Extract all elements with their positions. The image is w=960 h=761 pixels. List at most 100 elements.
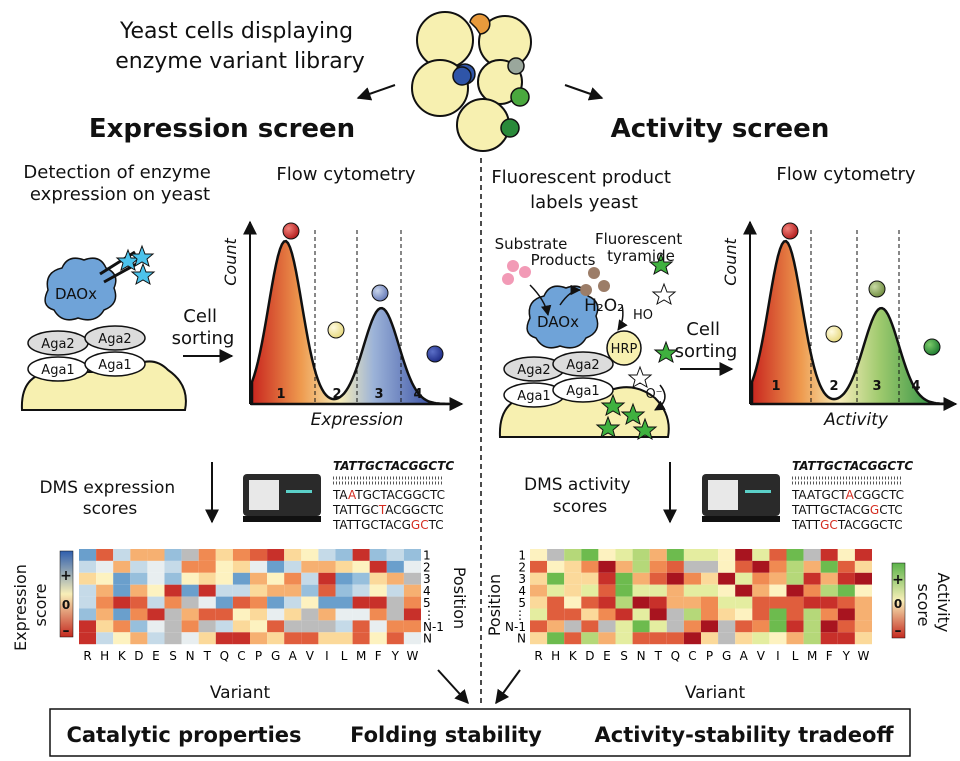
bin-2-left: 2 bbox=[332, 387, 341, 402]
heatmap-cell bbox=[854, 608, 872, 621]
heatmap-cell bbox=[181, 584, 199, 597]
detection-label: Detection of enzyme expression on yeast bbox=[23, 162, 216, 205]
variant-label: E bbox=[603, 649, 611, 663]
heatmap-cell bbox=[581, 632, 599, 645]
heatmap-cell bbox=[250, 632, 268, 645]
heatmap-cell bbox=[752, 584, 770, 597]
heatmap-cell bbox=[113, 596, 131, 609]
heatmap-cell bbox=[79, 584, 97, 597]
heatmap-cell bbox=[854, 632, 872, 645]
heatmap-cell bbox=[683, 549, 701, 561]
heatmap-cell bbox=[786, 596, 804, 609]
heatmap-cell bbox=[735, 596, 753, 609]
daox-label-right: DAOx bbox=[537, 313, 579, 331]
heatmap-cell bbox=[615, 632, 633, 645]
heatmap-cell bbox=[301, 584, 319, 597]
heatmap-cell bbox=[632, 596, 650, 609]
heatmap-cell bbox=[232, 584, 250, 597]
position-label: N-1 bbox=[423, 620, 444, 634]
heatmap-cell bbox=[598, 632, 616, 645]
heatmap-cell bbox=[215, 584, 233, 597]
dms-activity-label: DMS activity scores bbox=[524, 475, 636, 517]
heatmap-cell bbox=[530, 560, 548, 573]
read-row-left-3: TATTGCTACGGCTC bbox=[332, 518, 444, 532]
variant-label: S bbox=[620, 649, 628, 663]
variant-label: M bbox=[356, 649, 366, 663]
heatmap-cell bbox=[232, 560, 250, 573]
arrow-to-activity bbox=[564, 84, 604, 101]
variant-label: A bbox=[740, 649, 749, 663]
variant-label: Q bbox=[671, 649, 680, 663]
heatmap-cell bbox=[854, 584, 872, 597]
heatmap-cell bbox=[267, 620, 285, 633]
position-label: N bbox=[517, 632, 526, 646]
variant-label: I bbox=[325, 649, 329, 663]
count-axis-label-left: Count bbox=[221, 238, 240, 286]
heatmap-cell bbox=[130, 620, 148, 633]
activity-score-title: Activity score bbox=[914, 573, 953, 638]
heatmap-cell bbox=[701, 632, 719, 645]
outcome-catalytic: Catalytic properties bbox=[66, 723, 301, 747]
heatmap-cell bbox=[198, 549, 216, 561]
sequence-reads-right: TATTGCTACGGCTC TAATGCTACGGCTC TATTGCTACG… bbox=[791, 459, 913, 532]
aga1-label-right-b: Aga1 bbox=[566, 384, 599, 399]
variant-label: D bbox=[585, 649, 594, 663]
heatmap-cell bbox=[130, 596, 148, 609]
variant-label: T bbox=[203, 649, 212, 663]
variant-label: M bbox=[807, 649, 817, 663]
expression-screen-title: Expression screen bbox=[89, 114, 355, 144]
variant-label: Q bbox=[220, 649, 229, 663]
heatmap-cell bbox=[786, 584, 804, 597]
reference-read-right: TATTGCTACGGCTC bbox=[792, 459, 913, 473]
heatmap-cell bbox=[352, 560, 370, 573]
heatmap-cell bbox=[335, 584, 353, 597]
heatmap-cell bbox=[547, 608, 565, 621]
bin-2-right: 2 bbox=[829, 379, 838, 394]
sequencer-icon-right bbox=[702, 474, 780, 522]
heatmap-cell bbox=[530, 620, 548, 633]
heatmap-cell bbox=[301, 596, 319, 609]
heatmap-cell bbox=[164, 572, 182, 585]
heatmap-cell bbox=[598, 596, 616, 609]
outcome-folding: Folding stability bbox=[350, 723, 542, 747]
heatmap-cell bbox=[335, 620, 353, 633]
aga1-label-left-b: Aga1 bbox=[98, 358, 131, 373]
heatmap-cell bbox=[215, 572, 233, 585]
heatmap-cell bbox=[79, 560, 97, 573]
heatmap-cell bbox=[530, 549, 548, 561]
heatmap-cell bbox=[369, 632, 387, 645]
heatmap-cell bbox=[854, 560, 872, 573]
heatmap-cell bbox=[284, 596, 302, 609]
h2o2-label: H₂O₂ bbox=[584, 296, 624, 316]
heatmap-cell bbox=[301, 572, 319, 585]
heatmap-cell bbox=[284, 620, 302, 633]
heatmap-cell bbox=[615, 596, 633, 609]
variant-label: N bbox=[637, 649, 646, 663]
cell-sorting-label-left: Cell sorting bbox=[172, 306, 235, 349]
flow-cytometry-title-right: Flow cytometry bbox=[776, 164, 915, 185]
heatmap-cell bbox=[530, 596, 548, 609]
heatmap-cell bbox=[649, 632, 667, 645]
expression-heatmap bbox=[79, 549, 421, 645]
hrp-label: HRP bbox=[611, 342, 638, 357]
heatmap-cell bbox=[369, 549, 387, 561]
position-label: N-1 bbox=[505, 620, 526, 634]
heatmap-cell bbox=[735, 572, 753, 585]
cell-sorting-label-right: Cell sorting bbox=[675, 319, 738, 362]
position-title-right: Position bbox=[485, 574, 504, 636]
heatmap-cell bbox=[250, 572, 268, 585]
heatmap-cell bbox=[130, 560, 148, 573]
heatmap-cell bbox=[547, 584, 565, 597]
heatmap-cell bbox=[649, 596, 667, 609]
position-label: N bbox=[423, 632, 432, 646]
heatmap-cell bbox=[232, 549, 250, 561]
heatmap-cell bbox=[598, 620, 616, 633]
heatmap-cell bbox=[701, 549, 719, 561]
heatmap-cell bbox=[701, 572, 719, 585]
heatmap-cell bbox=[769, 584, 787, 597]
heatmap-cell bbox=[752, 560, 770, 573]
activity-color-scale bbox=[891, 562, 906, 639]
